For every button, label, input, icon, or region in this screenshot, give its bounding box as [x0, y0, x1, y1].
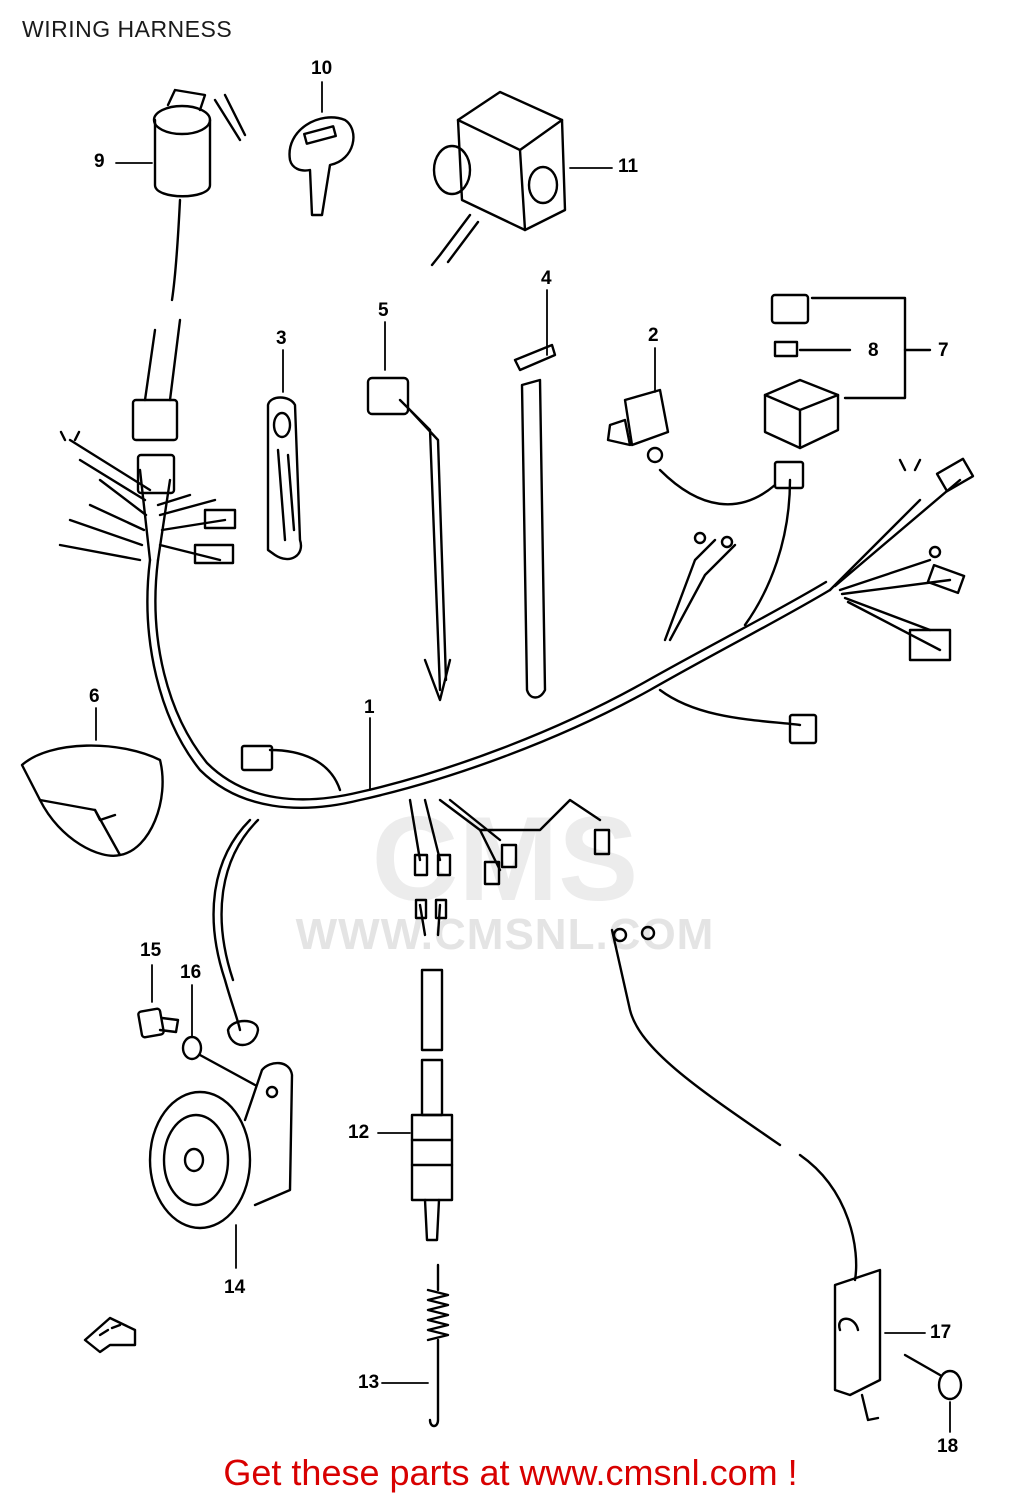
part-label-5: 5: [378, 300, 389, 321]
main-harness: [58, 318, 975, 1047]
wire-band: [513, 343, 557, 699]
part-label-6: 6: [89, 686, 100, 707]
part-label-7: 7: [938, 340, 949, 361]
horn: [148, 1061, 294, 1230]
screw: [903, 1353, 963, 1401]
return-spring: [426, 1263, 450, 1428]
part-label-10: 10: [311, 58, 333, 79]
part-label-4: 4: [541, 268, 552, 289]
watermark-url: WWW.CMSNL.COM: [295, 910, 715, 959]
part-label-11: 11: [618, 156, 639, 177]
part-label-17: 17: [930, 1322, 952, 1343]
footer-link[interactable]: Get these parts at www.cmsnl.com !: [223, 1452, 798, 1493]
handlebar-switch: [430, 90, 567, 267]
forward-arrow-icon: [83, 1316, 137, 1354]
part-label-16: 16: [180, 962, 202, 983]
page-title: WIRING HARNESS: [22, 16, 233, 42]
part-label-1: 1: [364, 697, 375, 718]
part-label-3: 3: [276, 328, 287, 349]
part-label-18: 18: [937, 1436, 959, 1457]
part-label-13: 13: [358, 1372, 380, 1393]
part-label-9: 9: [94, 151, 105, 172]
part-label-15: 15: [140, 940, 162, 961]
bolt-and-washer: [137, 1007, 257, 1087]
lead-connector: [366, 376, 452, 702]
part-label-14: 14: [224, 1277, 246, 1298]
part-label-2: 2: [648, 325, 659, 346]
tape-sheet: [20, 744, 164, 857]
key: [288, 116, 355, 217]
relay: [606, 388, 670, 464]
rear-brake-switch: [610, 925, 882, 1422]
part-label-12: 12: [348, 1122, 370, 1143]
part-label-8: 8: [868, 340, 879, 361]
ignition-switch: [152, 88, 247, 302]
leader-lines: [95, 81, 951, 1433]
brake-switch: [410, 898, 454, 1242]
relay-assembly: [763, 293, 932, 450]
wire-clamp: [266, 396, 303, 561]
